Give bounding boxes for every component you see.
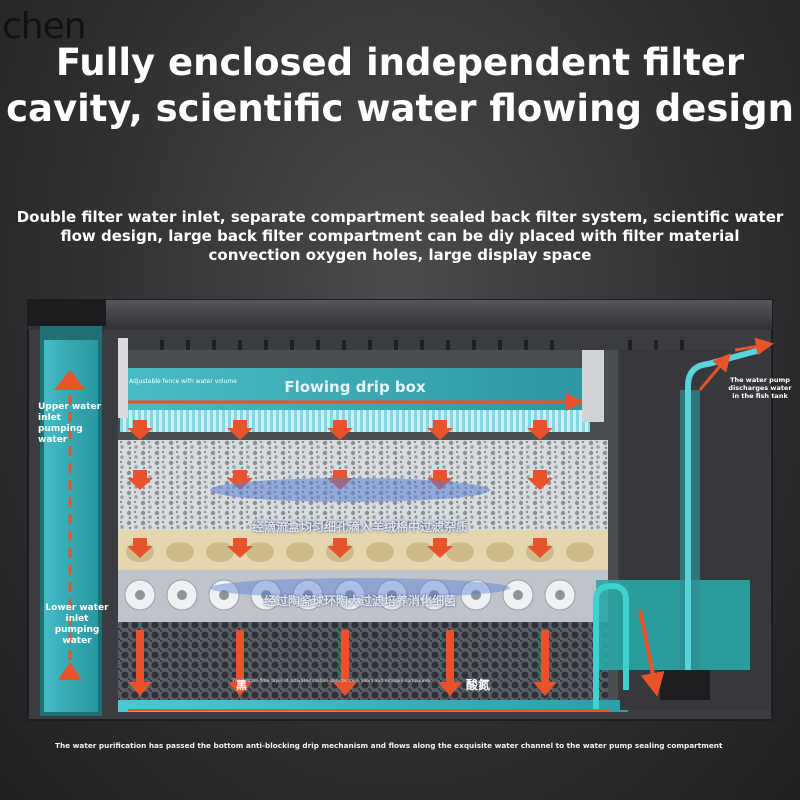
headline-line-2: cavity, scientific water flowing design <box>6 87 794 130</box>
headline: Fully enclosed independent filter cavity… <box>0 40 800 132</box>
tank-illustration <box>27 299 774 721</box>
ceramic-layer-label: 经过陶瓷球环陶大过滤培养消化细菌 <box>263 594 456 608</box>
description: Double filter water inlet, separate comp… <box>16 208 784 264</box>
pump-label: The water pump discharges water in the f… <box>728 376 792 400</box>
cotton-layer-label: 经滴流盒均匀细孔滴入羊绒棉中过滤杂质 <box>251 520 468 534</box>
bottom-caption: The water purification has passed the bo… <box>55 741 723 750</box>
bottom-layer-cn-left: 黑 <box>236 679 247 692</box>
bottom-layer-small-label: The bottom filter layer of activated car… <box>232 679 432 684</box>
fence-label: Adjustable fence with water volume <box>129 378 237 385</box>
watermark: chen <box>2 6 87 47</box>
filter-tank-diagram: Upper water inlet pumping water Lower wa… <box>0 290 800 760</box>
bottom-layer-cn-right: 酸氮 <box>466 678 491 692</box>
drip-box-label: Flowing drip box <box>284 378 426 396</box>
headline-line-1: Fully enclosed independent filter <box>55 41 745 84</box>
upper-inlet-label: Upper water inlet pumping water <box>38 402 102 445</box>
lower-inlet-label: Lower water inlet pumping water <box>45 603 109 646</box>
